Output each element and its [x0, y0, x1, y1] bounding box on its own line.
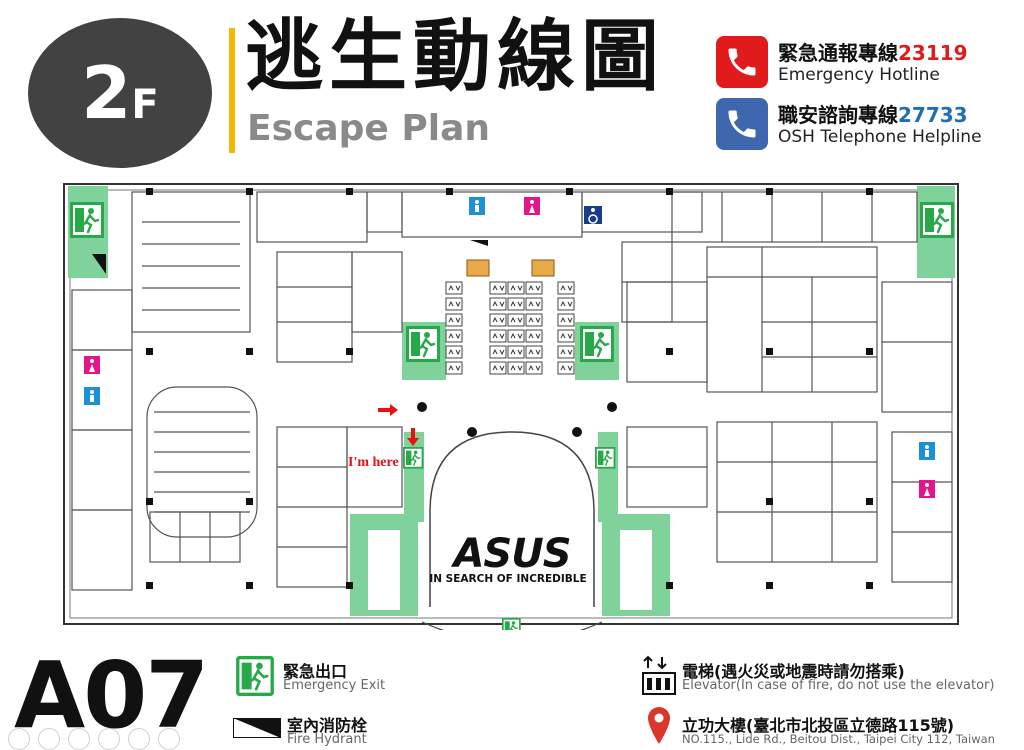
hydrant-legend-label-en: Fire Hydrant	[287, 732, 367, 747]
hydrant-legend-label: 室內消防栓	[287, 716, 368, 735]
slides-icon[interactable]	[98, 728, 120, 750]
osh-hotline-en: OSH Telephone Helpline	[778, 127, 982, 147]
emergency-phone-icon	[716, 36, 768, 88]
viewer-toolbar[interactable]	[8, 728, 180, 750]
building-code: A07	[14, 642, 209, 749]
prev-icon[interactable]	[8, 728, 30, 750]
location-label: 立功大樓(臺北市北投區立德路115號)	[682, 716, 955, 735]
you-are-here-marker: I'm here	[348, 404, 419, 470]
emergency-hotline-label: 緊急通報專線23119	[778, 41, 968, 65]
emergency-hotline-en: Emergency Hotline	[778, 65, 940, 85]
page-title: 逃生動線圖	[245, 12, 666, 102]
osh-hotline-label: 職安諮詢專線27733	[778, 103, 968, 127]
osh-phone-icon	[716, 98, 768, 150]
osh-hotline-number: 27733	[898, 103, 968, 127]
next-icon[interactable]	[38, 728, 60, 750]
location-pin-icon	[648, 707, 670, 744]
floor-plan-walls	[71, 191, 703, 591]
more-icon[interactable]	[158, 728, 180, 750]
exit-legend-icon	[236, 656, 274, 696]
emergency-hotline-number: 23119	[898, 41, 968, 65]
asus-logo: ASUS	[450, 531, 570, 577]
location-address: NO.115., Lide Rd., Beitou Dist., Taipei …	[682, 732, 995, 746]
floor-plan-map: I'm here ASUS IN SEARCH OF INCREDIBLE	[63, 183, 959, 630]
page-subtitle: Escape Plan	[247, 108, 491, 149]
elevator-legend-label-en: Elevator(In case of fire, do not use the…	[682, 678, 995, 693]
structural-columns	[146, 188, 873, 589]
elevator-legend-icon	[642, 655, 676, 695]
floor-suffix: F	[131, 82, 159, 128]
elevator-legend-label: 電梯(遇火災或地震時請勿搭乘)	[682, 662, 905, 681]
asus-tagline: IN SEARCH OF INCREDIBLE	[429, 573, 586, 585]
restroom-icons	[84, 197, 935, 498]
floor-number: 2	[81, 51, 132, 135]
title-accent-bar	[229, 28, 235, 153]
package-icons	[466, 240, 555, 277]
fire-hydrant-icon	[233, 718, 281, 738]
fire-hydrant-marker	[92, 254, 106, 274]
exit-legend-label-en: Emergency Exit	[283, 678, 386, 693]
lobby-dome-outline	[429, 431, 595, 607]
you-are-here-label: I'm here	[348, 455, 399, 470]
pen-icon[interactable]	[68, 728, 90, 750]
zoom-icon[interactable]	[128, 728, 150, 750]
exit-legend-label: 緊急出口	[283, 662, 348, 681]
